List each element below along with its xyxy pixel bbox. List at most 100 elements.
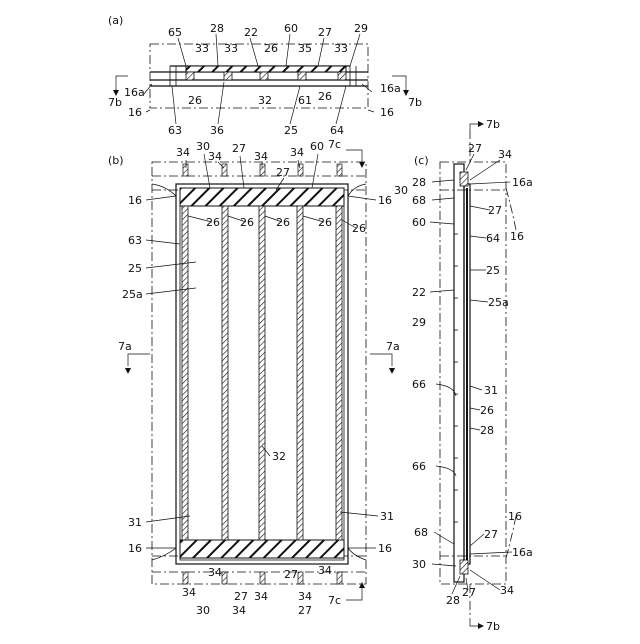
svg-text:30: 30 [412,558,426,571]
svg-text:27: 27 [298,604,312,617]
svg-text:66: 66 [412,378,426,391]
svg-text:25a: 25a [122,288,143,301]
svg-text:16: 16 [510,230,524,243]
section-7a-right: 7a [386,340,400,353]
svg-text:61: 61 [298,94,312,107]
svg-text:16: 16 [128,106,142,119]
svg-text:16: 16 [508,510,522,523]
svg-text:28: 28 [480,424,494,437]
svg-text:25a: 25a [488,296,509,309]
svg-text:26: 26 [264,42,278,55]
svg-text:66: 66 [412,460,426,473]
svg-text:27: 27 [276,166,290,179]
svg-text:60: 60 [284,22,298,35]
svg-text:36: 36 [210,124,224,137]
svg-text:29: 29 [412,316,426,329]
svg-text:27: 27 [234,590,248,603]
svg-text:27: 27 [462,586,476,599]
svg-text:34: 34 [232,604,246,617]
svg-text:16: 16 [378,194,392,207]
svg-text:26: 26 [318,90,332,103]
section-7b-bottom: 7b [486,620,500,633]
svg-text:16: 16 [128,542,142,555]
svg-text:32: 32 [258,94,272,107]
svg-text:68: 68 [412,194,426,207]
svg-text:34: 34 [254,590,268,603]
svg-text:33: 33 [334,42,348,55]
svg-text:65: 65 [168,26,182,39]
svg-text:31: 31 [128,516,142,529]
svg-text:34: 34 [298,590,312,603]
panel-a-label: (a) [108,14,123,27]
svg-text:34: 34 [500,584,514,597]
svg-text:34: 34 [254,150,268,163]
panel-b-ribs [182,206,342,540]
panel-c-label: (c) [414,154,429,167]
svg-text:34: 34 [318,564,332,577]
svg-text:64: 64 [330,124,344,137]
svg-text:25: 25 [486,264,500,277]
svg-text:32: 32 [272,450,286,463]
svg-text:33: 33 [195,42,209,55]
svg-text:34: 34 [290,146,304,159]
svg-text:28: 28 [412,176,426,189]
section-7a-left: 7a [118,340,132,353]
panel-b-top-bar [180,188,344,206]
svg-text:33: 33 [224,42,238,55]
svg-text:22: 22 [412,286,426,299]
svg-text:34: 34 [498,148,512,161]
svg-text:25: 25 [284,124,298,137]
svg-text:27: 27 [484,528,498,541]
svg-text:26: 26 [188,94,202,107]
svg-text:7c: 7c [328,138,341,151]
svg-text:31: 31 [380,510,394,523]
svg-text:30: 30 [196,604,210,617]
svg-text:35: 35 [298,42,312,55]
svg-text:16: 16 [378,542,392,555]
svg-text:25: 25 [128,262,142,275]
svg-text:27: 27 [232,142,246,155]
svg-text:16: 16 [380,106,394,119]
svg-text:34: 34 [208,566,222,579]
panel-a-hatched-bar [186,66,346,72]
svg-text:34: 34 [182,586,196,599]
svg-text:63: 63 [168,124,182,137]
panel-c-plate [454,164,464,582]
svg-text:16a: 16a [380,82,401,95]
svg-text:31: 31 [484,384,498,397]
panel-b-label: (b) [108,154,124,167]
panel-c-outline [440,162,506,584]
svg-text:27: 27 [318,26,332,39]
svg-text:60: 60 [412,216,426,229]
svg-text:34: 34 [208,150,222,163]
svg-text:16a: 16a [124,86,145,99]
panel-a-section-right-label: 7b [408,96,422,109]
svg-text:60: 60 [310,140,324,153]
svg-text:7c: 7c [328,594,341,607]
svg-text:26: 26 [352,222,366,235]
svg-text:27: 27 [284,568,298,581]
svg-text:26: 26 [276,216,290,229]
svg-text:26: 26 [206,216,220,229]
svg-text:22: 22 [244,26,258,39]
svg-text:28: 28 [446,594,460,607]
svg-text:68: 68 [414,526,428,539]
svg-text:28: 28 [210,22,224,35]
panel-a: (a) 7b 7b 65 28 22 [108,14,422,137]
svg-text:16a: 16a [512,546,533,559]
section-7b-top: 7b [486,118,500,131]
svg-text:16: 16 [128,194,142,207]
panel-a-section-left-label: 7b [108,96,122,109]
svg-text:26: 26 [240,216,254,229]
svg-text:34: 34 [176,146,190,159]
panel-c: (c) 7b 7b [394,118,533,633]
svg-text:27: 27 [468,142,482,155]
svg-text:63: 63 [128,234,142,247]
svg-text:16a: 16a [512,176,533,189]
svg-text:27: 27 [488,204,502,217]
svg-text:26: 26 [318,216,332,229]
svg-text:29: 29 [354,22,368,35]
panel-b-bottom-bar [180,540,344,558]
